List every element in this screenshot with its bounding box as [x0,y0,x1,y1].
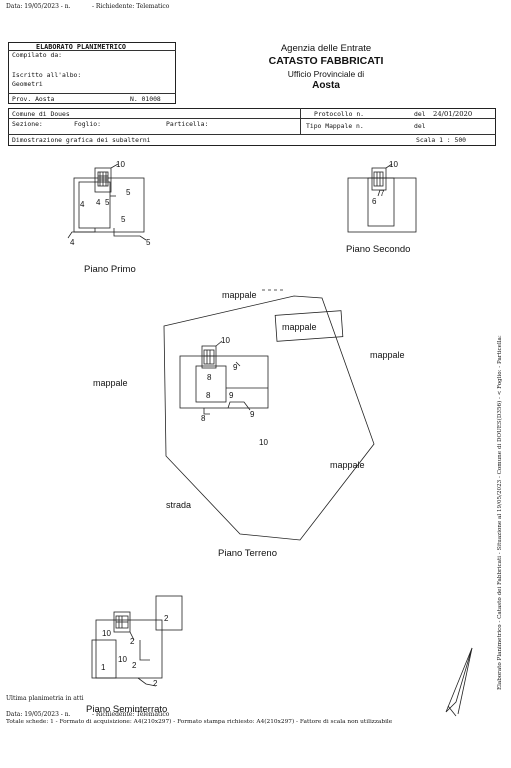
semint-number-10b: 10 [118,655,127,664]
semint-number-2b: 2 [130,637,135,646]
piano-seminterrato-plan [91,595,183,687]
tipo-mappale: Tipo Mappale n. [306,122,364,130]
terreno-number-9b: 9 [229,391,234,400]
semint-number-1: 1 [101,663,106,672]
terreno-number-8a: 8 [207,373,212,382]
footer-schede: Totale schede: 1 - Formato di acquisizio… [6,719,393,725]
semint-number-2d: 2 [153,679,158,688]
strada-label: strada [166,500,191,510]
dimostrazione: Dimostrazione grafica dei subalterni [12,136,151,144]
footer-ultima: Ultima planimetria in atti [6,695,84,702]
mappale-top: mappale [222,290,257,300]
province: Prov. Aosta [12,95,55,103]
footer-date: Data: 19/05/2023 - n. [6,711,71,718]
tipo-mappale-del: del [414,122,426,130]
catasto-fabbricati: CATASTO FABBRICATI [268,55,384,67]
footer-requester: - Richiedente: Telematico [92,711,170,718]
primo-number-5c: 5 [121,215,126,224]
protocollo: Protocollo n. [314,110,365,118]
sezione: Sezione: [12,120,43,128]
mappale-left: mappale [93,378,128,388]
piano-seminterrato-label: Piano Seminterrato [86,704,167,715]
header-date: Data: 19/05/2023 - n. [6,3,71,10]
scale: Scala 1 : 500 [416,136,467,144]
info-grid-row2 [8,134,496,135]
ufficio-provinciale: Ufficio Provinciale di [287,69,365,79]
mappale-bottom-right: mappale [330,460,365,470]
mappale-right: mappale [370,350,405,360]
lot-boundary [163,295,375,541]
semint-number-10a: 10 [102,629,111,638]
piano-terreno-label: Piano Terreno [218,548,277,559]
title-divider [8,50,176,51]
info-grid-row1 [8,118,496,119]
iscritto-albo: Iscritto all'albo: [12,71,82,79]
piano-secondo-plan [347,163,417,233]
particella: Particella: [166,120,209,128]
comune: Comune di Doues [12,110,70,118]
primo-number-5b: 5 [126,188,131,197]
terreno-number-9c: 9 [250,410,255,419]
title-text: ELABORATO PLANIMETRICO [36,43,127,51]
terreno-number-10b: 10 [259,438,268,447]
semint-number-2c: 2 [132,661,137,670]
compilato-da: Compilato da: [12,51,63,59]
header-requester: - Richiedente: Telematico [92,3,170,10]
primo-number-4c: 4 [70,238,75,247]
primo-number-5d: 5 [146,238,151,247]
semint-number-2a: 2 [164,614,169,623]
primo-number-4a: 4 [96,198,101,207]
office-city: Aosta [312,80,340,91]
prov-divider [8,93,176,94]
primo-number-4b: 4 [80,200,85,209]
piano-terreno-plan [179,340,269,415]
protocollo-del: del [414,110,426,118]
piano-secondo-label: Piano Secondo [346,244,410,255]
piano-primo-plan [67,163,147,241]
secondo-number-7: 7 [380,189,385,198]
terreno-number-8c: 8 [201,414,206,423]
agency-name: Agenzia delle Entrate [280,43,372,54]
neighbour-building [274,310,344,342]
title-block [8,42,176,104]
info-grid [8,108,496,146]
foglio: Foglio: [74,120,101,128]
profession: Geometri [12,80,43,88]
north-arrow [445,647,473,717]
secondo-number-10: 10 [389,160,398,169]
terreno-number-10: 10 [221,336,230,345]
info-grid-col [300,108,301,134]
primo-number-5a: 5 [105,198,110,207]
mappale-neighbour: mappale [282,322,317,332]
registration-number: N. 01008 [130,95,161,103]
secondo-number-6: 6 [372,197,377,206]
protocollo-date: 24/01/2020 [433,110,473,118]
side-caption: Elaborato Planimetrico - Catasto dei Fab… [497,335,503,690]
terreno-number-8b: 8 [206,391,211,400]
terreno-number-9a: 9 [233,363,238,372]
piano-primo-label: Piano Primo [84,264,136,275]
primo-number-10: 10 [116,160,125,169]
